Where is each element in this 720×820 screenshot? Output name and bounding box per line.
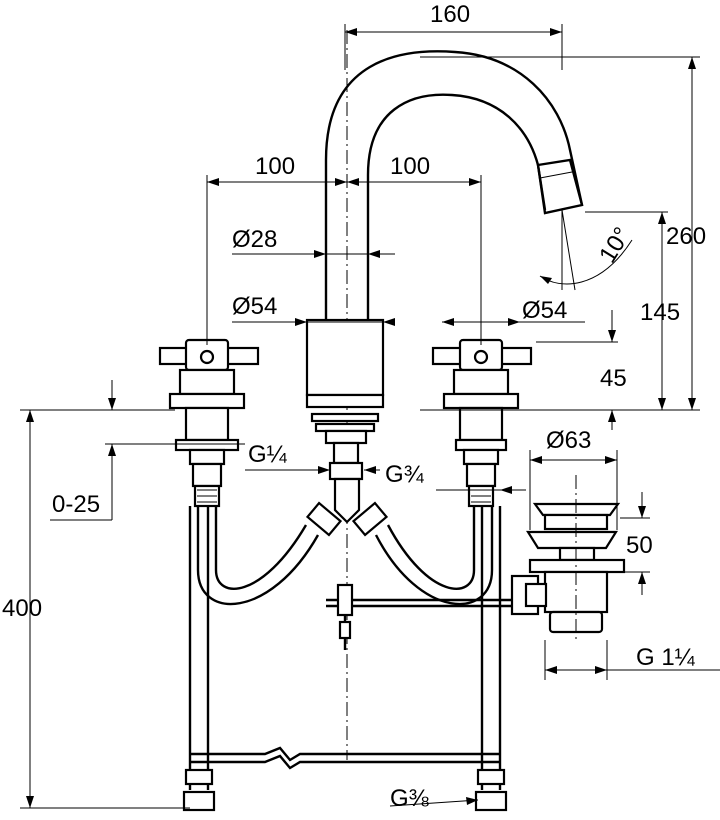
dim-spout-base-diameter: Ø54	[232, 293, 277, 320]
dim-spout-outlet-height: 145	[640, 299, 680, 326]
right-handle-valve	[431, 338, 533, 508]
dim-drain-diameter: Ø63	[546, 427, 591, 454]
dim-inlet-thread-g14: G¼	[248, 441, 288, 468]
dim-inlet-thread-g34: G¾	[385, 461, 425, 488]
spout-base	[305, 318, 385, 481]
supply-hoses	[182, 506, 508, 812]
dim-drain-thread: G 1¼	[636, 644, 696, 671]
dim-adjust-range: 0-25	[52, 491, 100, 518]
connecting-hoses	[196, 477, 494, 605]
dimension-lines	[20, 24, 720, 809]
dim-spout-angle: 10°	[594, 223, 636, 268]
dim-drain-height: 50	[626, 532, 653, 559]
dim-handle-height: 45	[600, 365, 627, 392]
dim-hose-thread: G⅜	[390, 785, 430, 812]
dim-spout-reach: 160	[430, 1, 470, 28]
dim-total-height: 260	[666, 223, 706, 250]
left-handle-valve	[158, 338, 260, 508]
drain-assembly	[510, 475, 626, 640]
dim-handle-base-diameter: Ø54	[522, 297, 567, 324]
dim-right-spacing: 100	[390, 153, 430, 180]
dim-hose-length: 400	[2, 595, 42, 622]
lift-rod	[326, 583, 515, 650]
dim-spout-diameter: Ø28	[232, 226, 277, 253]
dim-left-spacing: 100	[255, 153, 295, 180]
